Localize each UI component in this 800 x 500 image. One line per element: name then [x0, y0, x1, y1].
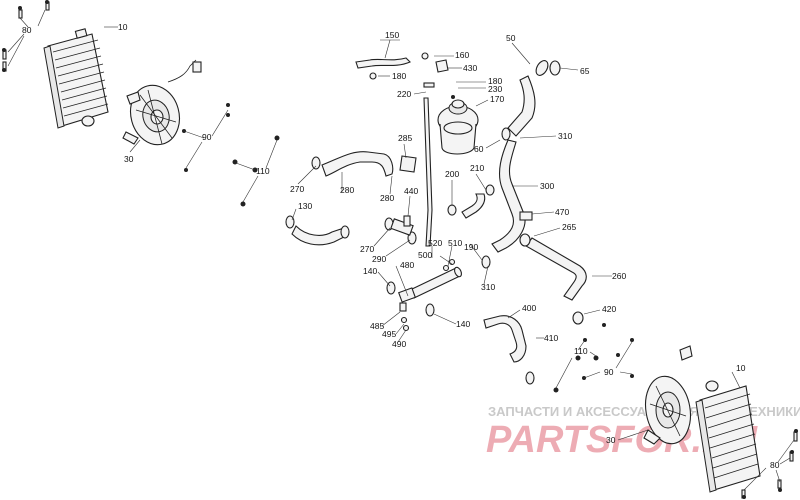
hose-210 — [461, 193, 486, 219]
hose-50 — [507, 60, 549, 137]
callout-labels: 10 80 30 90 110 150 160 180 430 180 230 … — [22, 22, 780, 470]
callout-label: 495 — [382, 329, 396, 339]
callout-label: 430 — [463, 63, 477, 73]
hose-280 — [321, 151, 394, 177]
callout-label: 220 — [397, 89, 411, 99]
callout-label: 140 — [456, 319, 470, 329]
callout-label: 110 — [574, 346, 588, 356]
radiator-right — [695, 380, 761, 493]
callout-label: 290 — [372, 254, 386, 264]
callout-label: 200 — [445, 169, 459, 179]
callout-label: 80 — [22, 25, 32, 35]
callout-label: 310 — [481, 282, 495, 292]
callout-label: 130 — [298, 201, 312, 211]
callout-label: 10 — [736, 363, 746, 373]
callout-label: 310 — [558, 131, 572, 141]
cap-and-clips — [369, 52, 455, 99]
callout-label: 510 — [448, 238, 462, 248]
fittings-center — [390, 155, 533, 332]
callout-label: 180 — [488, 76, 502, 86]
callout-label: 270 — [290, 184, 304, 194]
callout-label: 170 — [490, 94, 504, 104]
callout-label: 300 — [540, 181, 554, 191]
callout-label: 280 — [340, 185, 354, 195]
callout-label: 260 — [612, 271, 626, 281]
hose-300 — [491, 139, 526, 253]
fan-right — [643, 345, 693, 445]
callout-label: 410 — [544, 333, 558, 343]
pipe-500 — [409, 266, 462, 299]
callout-label: 180 — [392, 71, 406, 81]
hose-260 — [525, 237, 587, 301]
callout-label: 480 — [400, 260, 414, 270]
hose-130 — [291, 225, 347, 246]
hose-clamps — [285, 60, 584, 385]
callout-label: 90 — [202, 132, 212, 142]
callout-label: 10 — [118, 22, 128, 32]
callout-label: 190 — [464, 242, 478, 252]
fasteners-right — [553, 323, 798, 499]
callout-label: 140 — [363, 266, 377, 276]
callout-label: 500 — [418, 250, 432, 260]
callout-label: 80 — [770, 460, 780, 470]
callout-label: 470 — [555, 207, 569, 217]
callout-label: 90 — [604, 367, 614, 377]
callout-label: 420 — [602, 304, 616, 314]
callout-label: 440 — [404, 186, 418, 196]
callout-label: 30 — [606, 435, 616, 445]
callout-label: 230 — [488, 84, 502, 94]
pipe-220-rod — [423, 97, 433, 247]
radiator-left — [43, 28, 109, 129]
callout-label: 30 — [124, 154, 134, 164]
callout-label: 490 — [392, 339, 406, 349]
callout-label: 400 — [522, 303, 536, 313]
fan-left — [122, 59, 202, 146]
callout-label: 520 — [428, 238, 442, 248]
callout-label: 270 — [360, 244, 374, 254]
callout-label: 485 — [370, 321, 384, 331]
hose-400 — [483, 315, 527, 363]
callout-label: 110 — [256, 166, 270, 176]
callout-label: 60 — [474, 144, 484, 154]
callout-label: 280 — [380, 193, 394, 203]
watermark-top-text: ЗАПЧАСТИ И АКСЕССУАРЫ ДЛЯ МОТОТЕХНИКИ — [488, 404, 800, 419]
callout-label: 265 — [562, 222, 576, 232]
callout-label: 210 — [470, 163, 484, 173]
callout-label: 65 — [580, 66, 590, 76]
callout-label: 150 — [385, 30, 399, 40]
callout-label: 50 — [506, 33, 516, 43]
leader-lines — [7, 9, 795, 491]
callout-label: 160 — [455, 50, 469, 60]
coolant-reservoir — [437, 99, 479, 155]
callout-label: 285 — [398, 133, 412, 143]
hose-150 — [355, 57, 411, 69]
